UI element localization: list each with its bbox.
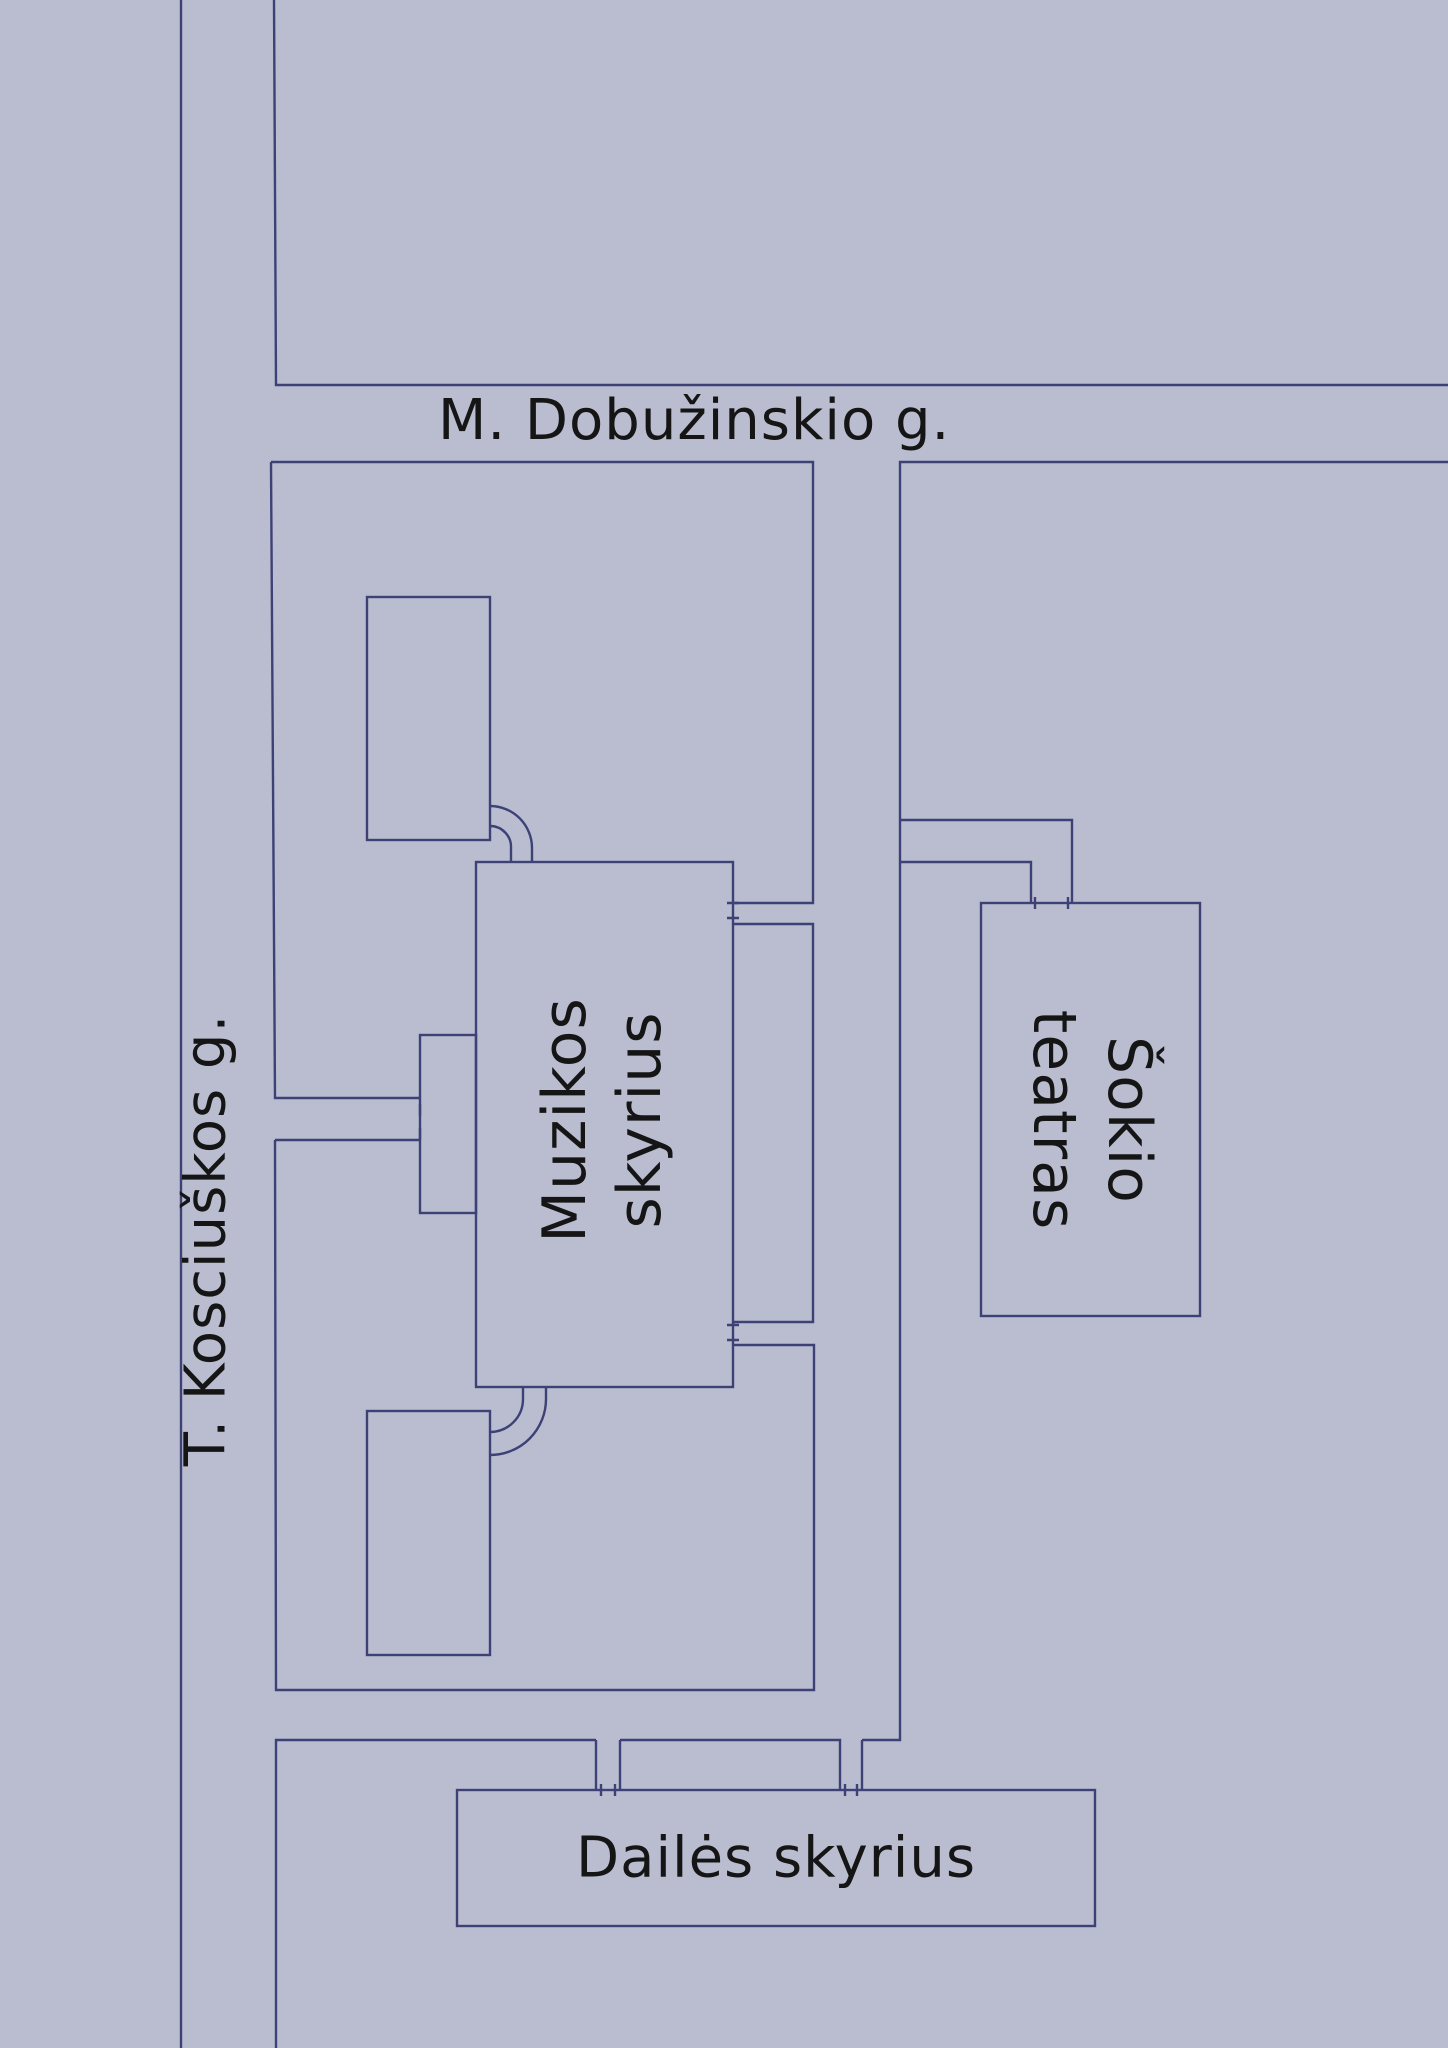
building-sokio-teatras xyxy=(979,901,1202,1318)
door-markers xyxy=(418,897,1070,1796)
block-south-outline xyxy=(274,1738,596,2048)
plot-muzikos-outline xyxy=(269,460,816,1692)
street-label-dobuzinskio: M. Dobužinskio g. xyxy=(438,388,951,453)
building-label-dailes-skyrius: Dailės skyrius xyxy=(576,1825,976,1891)
building-south-small xyxy=(365,1409,492,1657)
building-dailes-skyrius xyxy=(455,1788,1097,1928)
building-label-muzikos-line2: skyrius xyxy=(605,1011,675,1229)
arc-connector-south xyxy=(489,1387,548,1457)
block-north-outline xyxy=(272,0,1448,387)
building-label-muzikos-line1: Muzikos xyxy=(530,997,600,1243)
arc-connector-north xyxy=(489,804,534,862)
building-label-sokio-line1: Šokio xyxy=(1094,1036,1164,1204)
street-label-kosciuskos: T. Kosciuškos g. xyxy=(173,1013,239,1467)
block-east-outline xyxy=(862,460,1448,1742)
building-label-sokio-line2: teatras xyxy=(1019,1009,1089,1231)
walkway-sokio-teatras xyxy=(900,818,1074,903)
building-north-small xyxy=(365,595,492,842)
building-label-sokio-teatras: Šokio teatras xyxy=(1016,1010,1166,1230)
building-label-muzikos-skyrius: Muzikos skyrius xyxy=(528,997,678,1243)
walkway-dailes-west xyxy=(594,1738,842,1790)
building-east-annex xyxy=(733,922,815,1324)
building-west-annex xyxy=(418,1033,478,1215)
building-muzikos-skyrius xyxy=(474,860,735,1389)
